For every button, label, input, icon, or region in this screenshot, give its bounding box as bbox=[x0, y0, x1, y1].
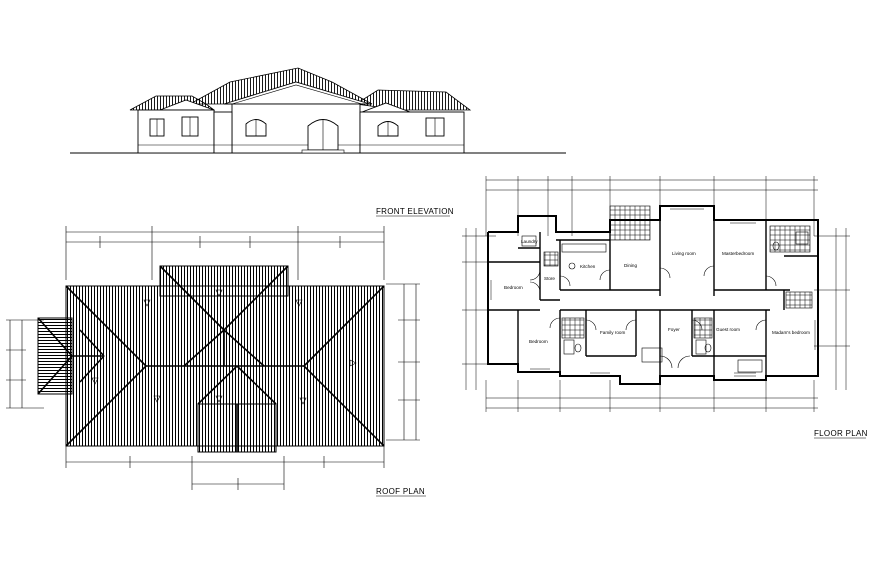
room-family: Family room bbox=[600, 330, 625, 335]
floor-plan-title: FLOOR PLAN bbox=[814, 429, 868, 438]
room-kitchen: Kitchen bbox=[580, 264, 596, 269]
room-foyer: Foyer bbox=[668, 327, 680, 332]
floor-plan: Laundry Kitchen Dining Living room Maste… bbox=[462, 176, 850, 412]
room-master-bedroom: Masterbedroom bbox=[722, 251, 754, 256]
roof-plan-title: ROOF PLAN bbox=[376, 487, 425, 496]
room-guest: Guest room bbox=[716, 327, 740, 332]
front-elevation bbox=[70, 67, 566, 154]
room-dining: Dining bbox=[624, 263, 637, 268]
room-living: Living room bbox=[672, 251, 696, 256]
room-laundry: Laundry bbox=[521, 239, 538, 244]
room-store: Store bbox=[544, 276, 555, 281]
roof-plan bbox=[6, 226, 420, 490]
room-bedroom-top: Bedroom bbox=[504, 285, 523, 290]
front-elevation-title: FRONT ELEVATION bbox=[376, 207, 454, 216]
room-madam-bedroom: Madam's bedroom bbox=[772, 330, 810, 335]
room-bedroom-bottom: Bedroom bbox=[529, 339, 548, 344]
